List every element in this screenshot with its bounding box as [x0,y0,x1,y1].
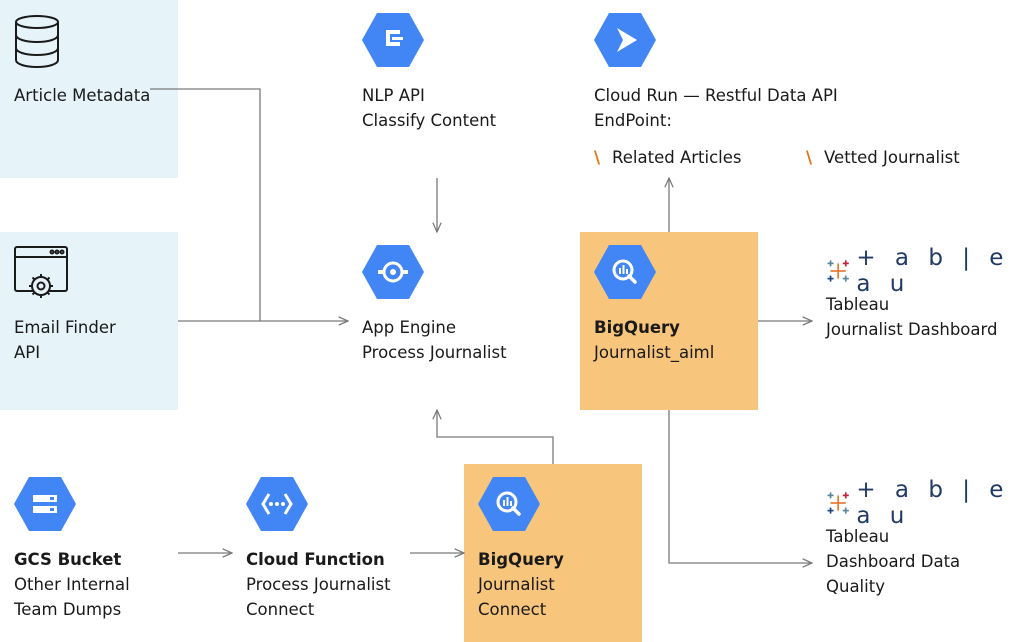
tableau-data-quality-label: Tableau Dashboard Data Quality [826,527,961,596]
tableau-journalist-dashboard-label: Tableau Journalist Dashboard [826,295,998,339]
bigquery-aiml-label: BigQuery Journalist_aiml [594,318,715,362]
arrow-bq-connect-to-app-engine [437,410,554,464]
email-finder-label: Email Finder API [14,318,116,362]
database-icon [14,14,60,72]
arrow-bq-aiml-to-tableau-quality [668,410,812,563]
storage-icon [13,476,77,532]
tableau-logo: + a b | e a u [826,245,1024,297]
bullet-marker: \ [806,148,813,167]
tableau-wordmark: + a b | e a u [856,477,1010,529]
cloud-run-label: Cloud Run — Restful Data API EndPoint: [594,86,838,130]
tableau-logo: + a b | e a u [826,477,1024,529]
natural-language-icon [361,12,425,68]
cloud-run-icon [593,12,657,68]
cloud-function-label: Cloud Function Process Journalist Connec… [246,550,391,619]
endpoint-item-vetted-journalist: \Vetted Journalist [806,148,960,167]
cloud-functions-icon [245,476,309,532]
bigquery-icon [477,476,541,532]
article-metadata-label: Article Metadata [14,86,151,105]
arrow-article-to-app-engine [150,88,348,321]
bigquery-connect-label: BigQuery Journalist Connect [478,550,564,619]
browser-gear-icon [14,246,70,306]
app-engine-icon [361,244,425,300]
bigquery-icon [593,244,657,300]
gcs-bucket-label: GCS Bucket Other Internal Team Dumps [14,550,130,619]
tableau-cross-icon [827,260,849,282]
email-finder-panel [0,232,178,410]
tableau-cross-icon [827,492,849,514]
app-engine-label: App Engine Process Journalist [362,318,507,362]
tableau-wordmark: + a b | e a u [856,245,1010,297]
article-metadata-panel [0,0,178,178]
nlp-api-label: NLP API Classify Content [362,86,497,130]
endpoint-item-related-articles: \Related Articles [594,148,742,167]
bullet-marker: \ [594,148,601,167]
